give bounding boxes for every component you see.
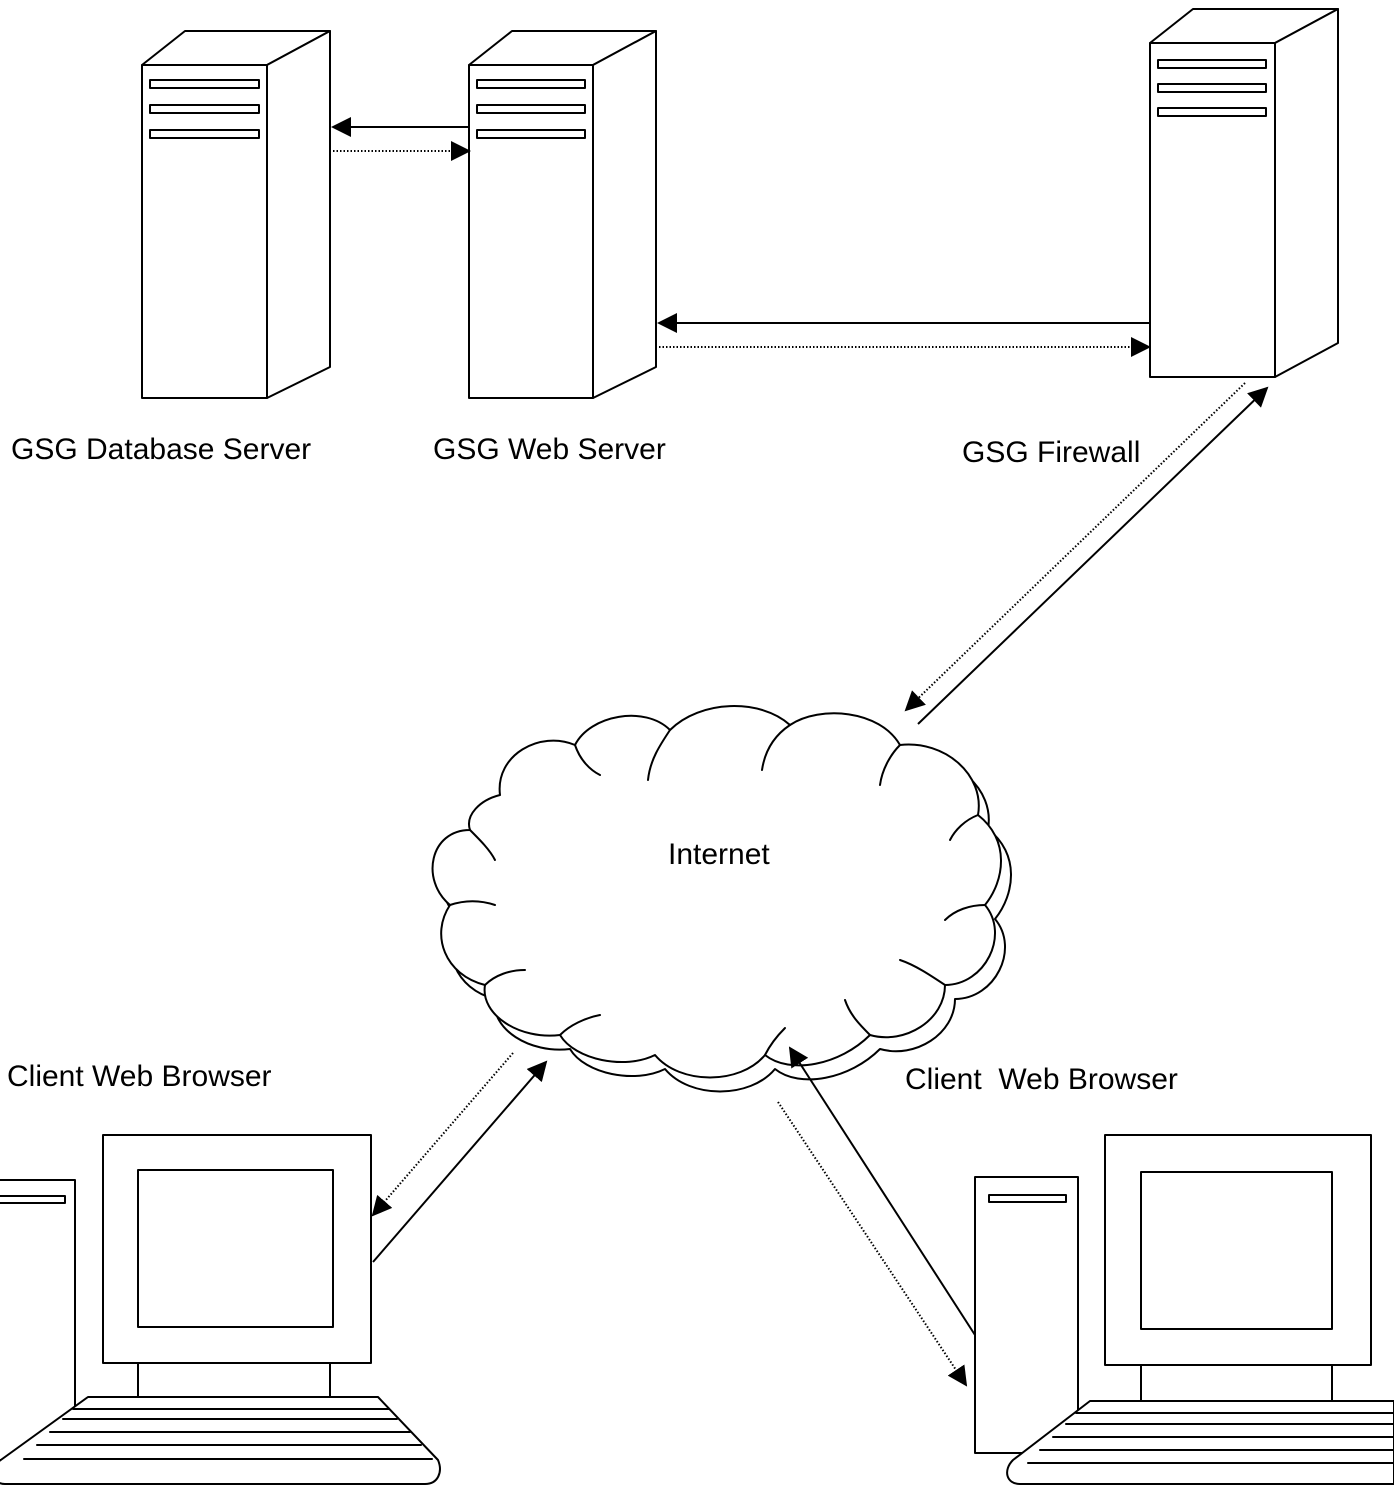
- database-server-label: GSG Database Server: [11, 433, 311, 466]
- firewall-to-internet-arrow: [904, 382, 1246, 712]
- left-client-label: Client Web Browser: [7, 1060, 272, 1093]
- right-client-to-internet-arrow: [788, 1046, 976, 1336]
- web-server-icon: [468, 30, 657, 399]
- firewall-icon: [1149, 8, 1339, 378]
- internet-cloud-icon: [431, 705, 1012, 1093]
- left-client-computer-icon: [0, 1134, 441, 1485]
- internet-label: Internet: [668, 838, 770, 871]
- database-server-icon: [141, 30, 331, 399]
- firewall-label: GSG Firewall: [962, 436, 1140, 469]
- web-server-label: GSG Web Server: [433, 433, 666, 466]
- internet-to-firewall-arrow: [917, 386, 1269, 725]
- right-client-label: Client Web Browser: [905, 1063, 1178, 1096]
- right-client-computer-icon: [974, 1134, 1394, 1485]
- internet-to-left-client-arrow: [371, 1052, 514, 1217]
- internet-to-right-client-arrow: [777, 1101, 968, 1387]
- left-client-to-internet-arrow: [372, 1060, 548, 1263]
